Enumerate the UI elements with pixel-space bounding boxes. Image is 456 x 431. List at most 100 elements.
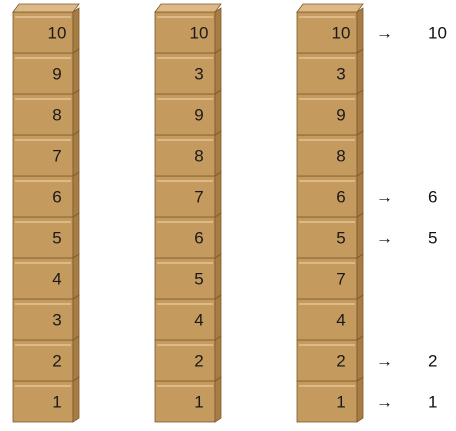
box-side: [73, 295, 79, 340]
box-label: 2: [52, 352, 61, 371]
box-side: [357, 295, 363, 340]
right-arrow-icon: →: [376, 352, 393, 371]
box: 1: [297, 377, 363, 422]
box-label: 10: [190, 24, 209, 43]
box-side: [357, 172, 363, 217]
box-side: [215, 90, 221, 135]
box-label: 6: [336, 188, 345, 207]
box-front: [297, 381, 357, 422]
box-front: [155, 176, 215, 217]
box: 4: [13, 254, 79, 299]
box-front: [155, 217, 215, 258]
right-arrow-icon: →: [376, 229, 393, 248]
box-front: [13, 217, 73, 258]
pointer-value: 10: [428, 24, 447, 43]
box: 9: [297, 90, 363, 135]
box: 10: [297, 8, 363, 53]
box-label: 3: [336, 65, 345, 84]
box: 1: [13, 377, 79, 422]
box-side: [73, 8, 79, 53]
box-front: [155, 258, 215, 299]
box-side: [73, 131, 79, 176]
right-arrow-icon: →: [376, 188, 393, 207]
box-side: [73, 336, 79, 381]
box: 10: [13, 8, 79, 53]
box-label: 7: [52, 147, 61, 166]
box-side: [215, 336, 221, 381]
box-front: [297, 53, 357, 94]
box-front: [13, 135, 73, 176]
right-arrow-icon: →: [376, 393, 393, 412]
stack-3: 1 2 4 7 5 6 8 9 3 10: [297, 4, 363, 422]
box-front: [155, 381, 215, 422]
box-label: 8: [194, 147, 203, 166]
box-label: 4: [52, 270, 61, 289]
box-side: [215, 49, 221, 94]
box-front: [297, 135, 357, 176]
box-side: [357, 131, 363, 176]
box-label: 1: [194, 393, 203, 412]
box-front: [297, 299, 357, 340]
box-label: 5: [336, 229, 345, 248]
box: 4: [155, 295, 221, 340]
box: 9: [155, 90, 221, 135]
box-front: [297, 176, 357, 217]
box-front: [13, 381, 73, 422]
box-side: [215, 172, 221, 217]
box: 6: [155, 213, 221, 258]
box: 9: [13, 49, 79, 94]
box-side: [215, 377, 221, 422]
right-arrow-icon: →: [376, 24, 393, 43]
box-label: 3: [194, 65, 203, 84]
box: 3: [297, 49, 363, 94]
box-front: [155, 53, 215, 94]
box-front: [297, 340, 357, 381]
pointer-value: 6: [428, 188, 437, 207]
box-side: [73, 377, 79, 422]
box: 8: [297, 131, 363, 176]
box: 1: [155, 377, 221, 422]
box-front: [13, 176, 73, 217]
box: 5: [297, 213, 363, 258]
box-label: 2: [336, 352, 345, 371]
box-label: 10: [332, 24, 351, 43]
pointer-value: 2: [428, 352, 437, 371]
box-front: [297, 94, 357, 135]
box-side: [357, 336, 363, 381]
box-front: [155, 135, 215, 176]
box-front: [155, 299, 215, 340]
box-label: 6: [194, 229, 203, 248]
box-front: [13, 53, 73, 94]
box: 5: [13, 213, 79, 258]
box-front: [155, 340, 215, 381]
box: 5: [155, 254, 221, 299]
box: 2: [13, 336, 79, 381]
box-label: 9: [194, 106, 203, 125]
box-front: [13, 340, 73, 381]
box-label: 4: [194, 311, 203, 330]
pointer: →1: [376, 393, 437, 412]
box-label: 9: [336, 106, 345, 125]
box: 6: [13, 172, 79, 217]
box: 6: [297, 172, 363, 217]
box-front: [297, 258, 357, 299]
box: 2: [297, 336, 363, 381]
box-label: 7: [336, 270, 345, 289]
box-front: [297, 217, 357, 258]
box-front: [13, 299, 73, 340]
box: 4: [297, 295, 363, 340]
box-label: 6: [52, 188, 61, 207]
stack-top: [13, 4, 79, 12]
box: 3: [13, 295, 79, 340]
box-label: 1: [336, 393, 345, 412]
box-front: [13, 258, 73, 299]
box-side: [73, 254, 79, 299]
pointer-value: 5: [428, 229, 437, 248]
box-side: [215, 213, 221, 258]
box-label: 7: [194, 188, 203, 207]
box-label: 8: [336, 147, 345, 166]
box-label: 8: [52, 106, 61, 125]
stack-top: [297, 4, 363, 12]
